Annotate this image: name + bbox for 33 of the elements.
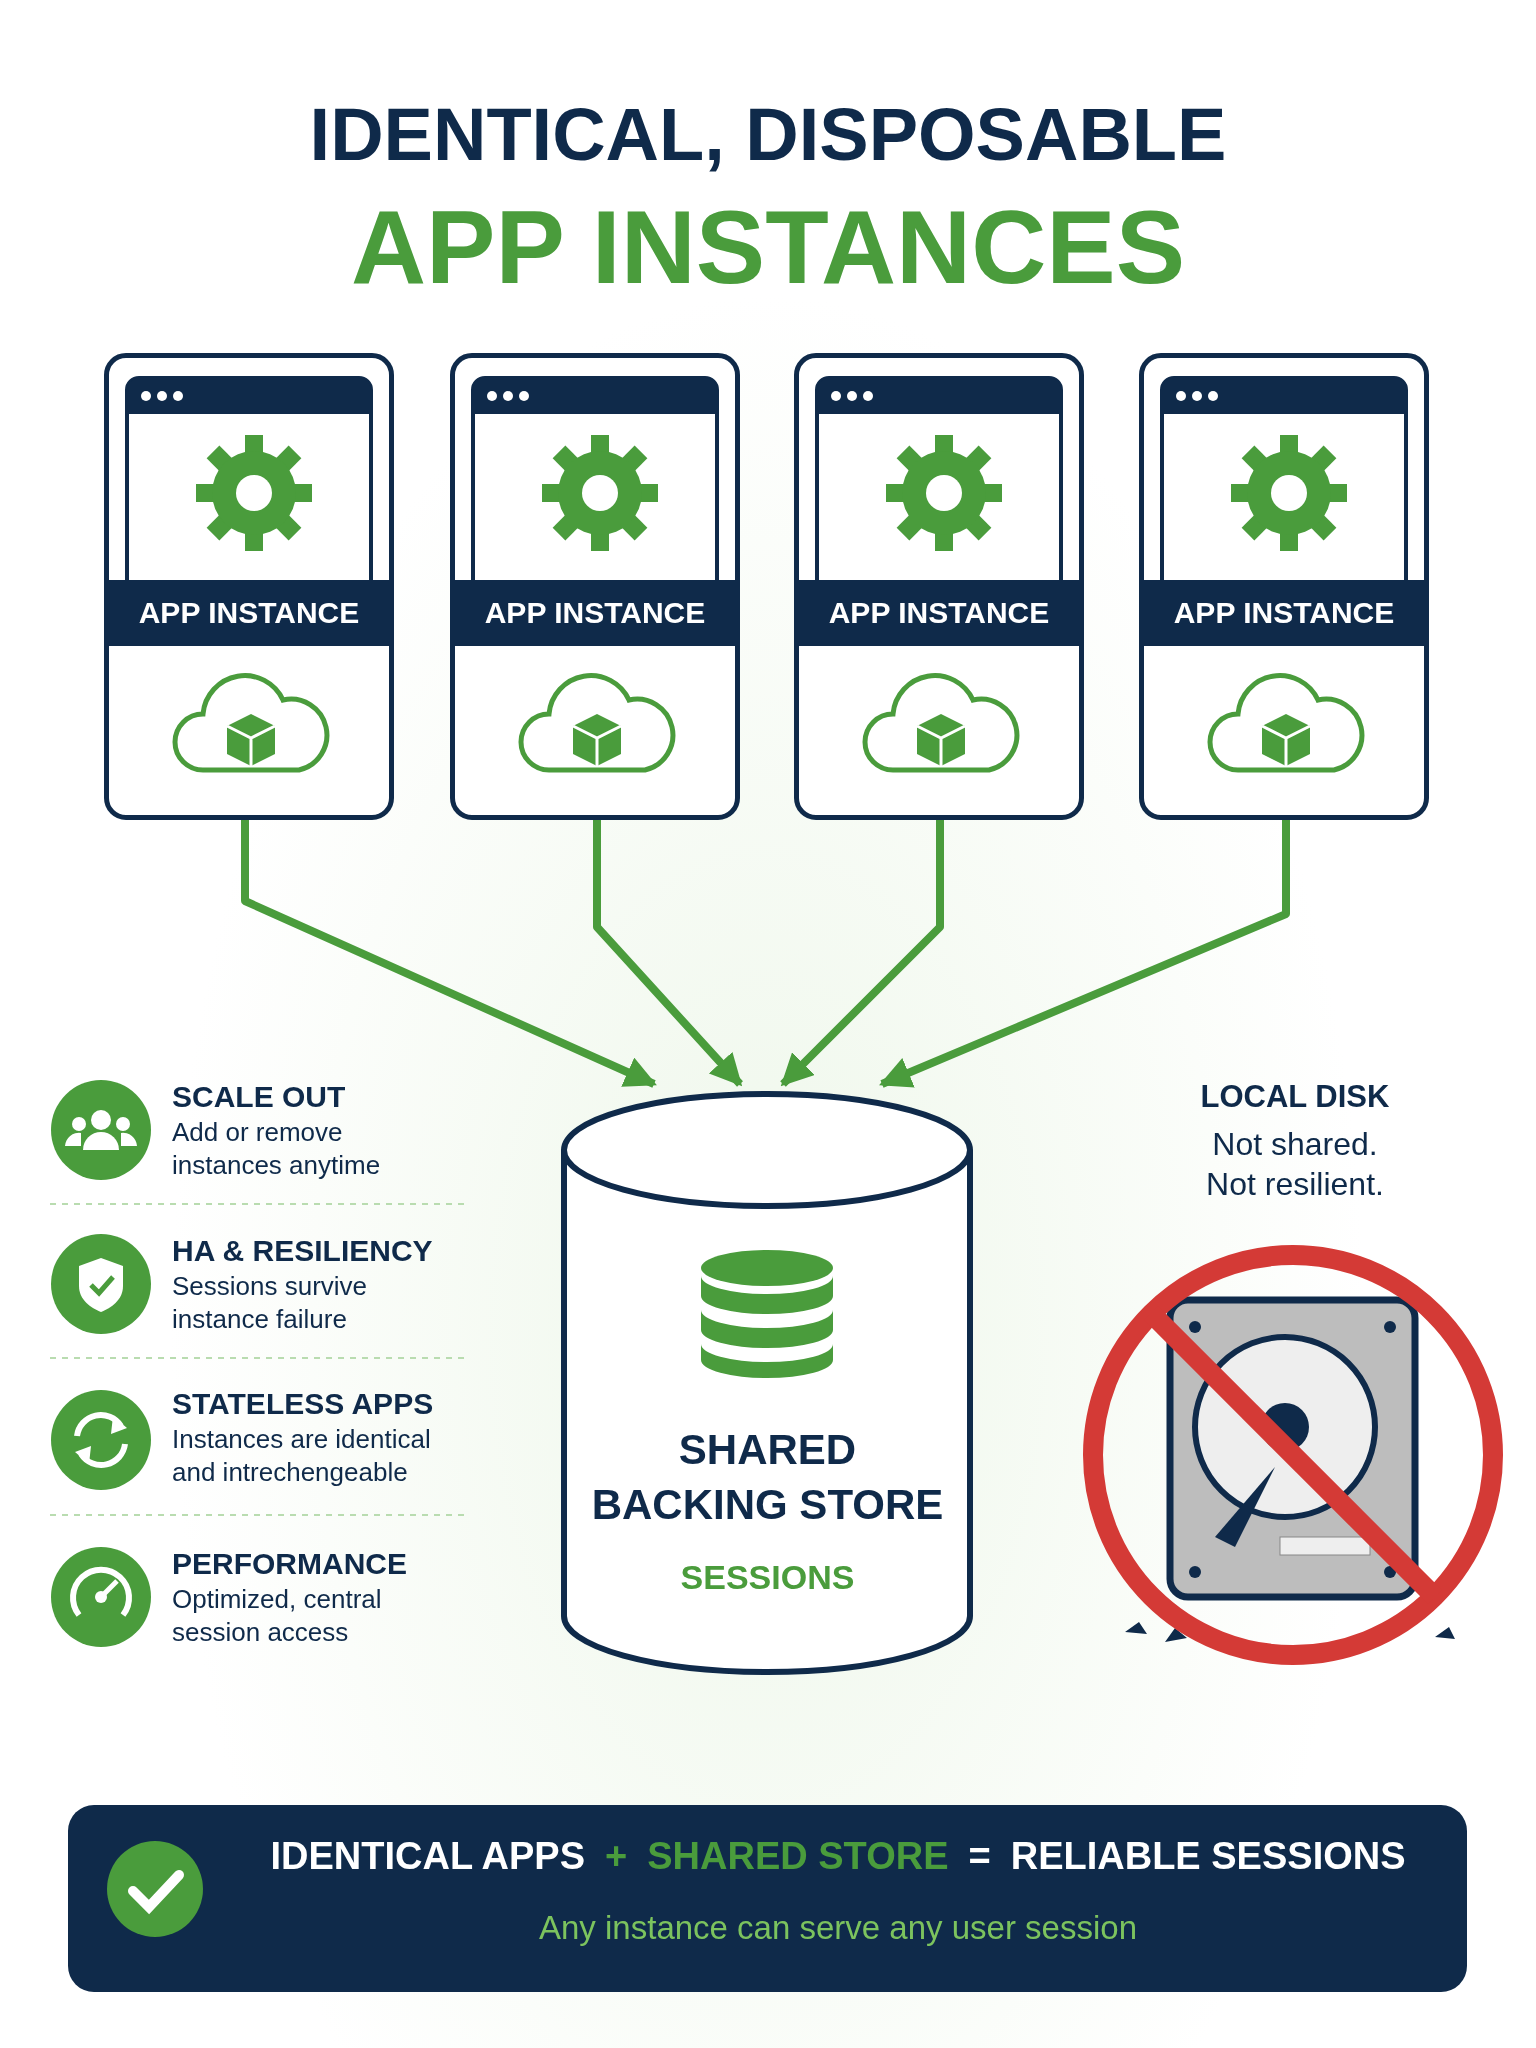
app-instance-card — [104, 353, 394, 820]
arrow — [879, 820, 1290, 1088]
instance-label: APP INSTANCE — [1144, 580, 1424, 646]
instance-label: APP INSTANCE — [455, 580, 735, 646]
feature-description: Sessions survive instance failure — [172, 1270, 369, 1335]
warning-text: Not shared. Not resilient. — [1205, 1125, 1385, 1204]
store-subtitle: SESSIONS — [680, 1558, 855, 1596]
feature-heading: HA & RESILIENCY — [172, 1233, 433, 1269]
app-instance-card — [450, 353, 740, 820]
arrow — [241, 820, 657, 1088]
banner-text: RELIABLE SESSIONS — [1010, 1835, 1406, 1878]
feature-description: Add or remove instances anytime — [172, 1116, 382, 1181]
banner-text: + — [605, 1835, 628, 1878]
app-instance-card — [1139, 353, 1429, 820]
feature-heading: PERFORMANCE — [172, 1546, 407, 1582]
feature-heading: SCALE OUT — [172, 1079, 346, 1115]
instance-label: APP INSTANCE — [109, 580, 389, 646]
subtitle: APP INSTANCES — [350, 188, 1186, 307]
title: IDENTICAL, DISPOSABLE — [309, 93, 1227, 176]
feature-description: Optimized, central session access — [172, 1583, 383, 1648]
banner-text: SHARED STORE — [647, 1835, 949, 1878]
warning-heading: LOCAL DISK — [1200, 1078, 1390, 1116]
arrow — [780, 820, 944, 1087]
arrow — [593, 820, 743, 1087]
instance-label: APP INSTANCE — [799, 580, 1079, 646]
store-title: SHARED BACKING STORE — [590, 1425, 945, 1530]
feature-heading: STATELESS APPS — [172, 1386, 434, 1422]
banner-text: IDENTICAL APPS — [270, 1835, 586, 1878]
banner-subtitle: Any instance can serve any user session — [539, 1909, 1137, 1946]
banner-text: = — [968, 1835, 991, 1878]
feature-description: Instances are identical and intrechengeable — [172, 1423, 432, 1488]
app-instance-card — [794, 353, 1084, 820]
summary-banner — [68, 1805, 1467, 1992]
